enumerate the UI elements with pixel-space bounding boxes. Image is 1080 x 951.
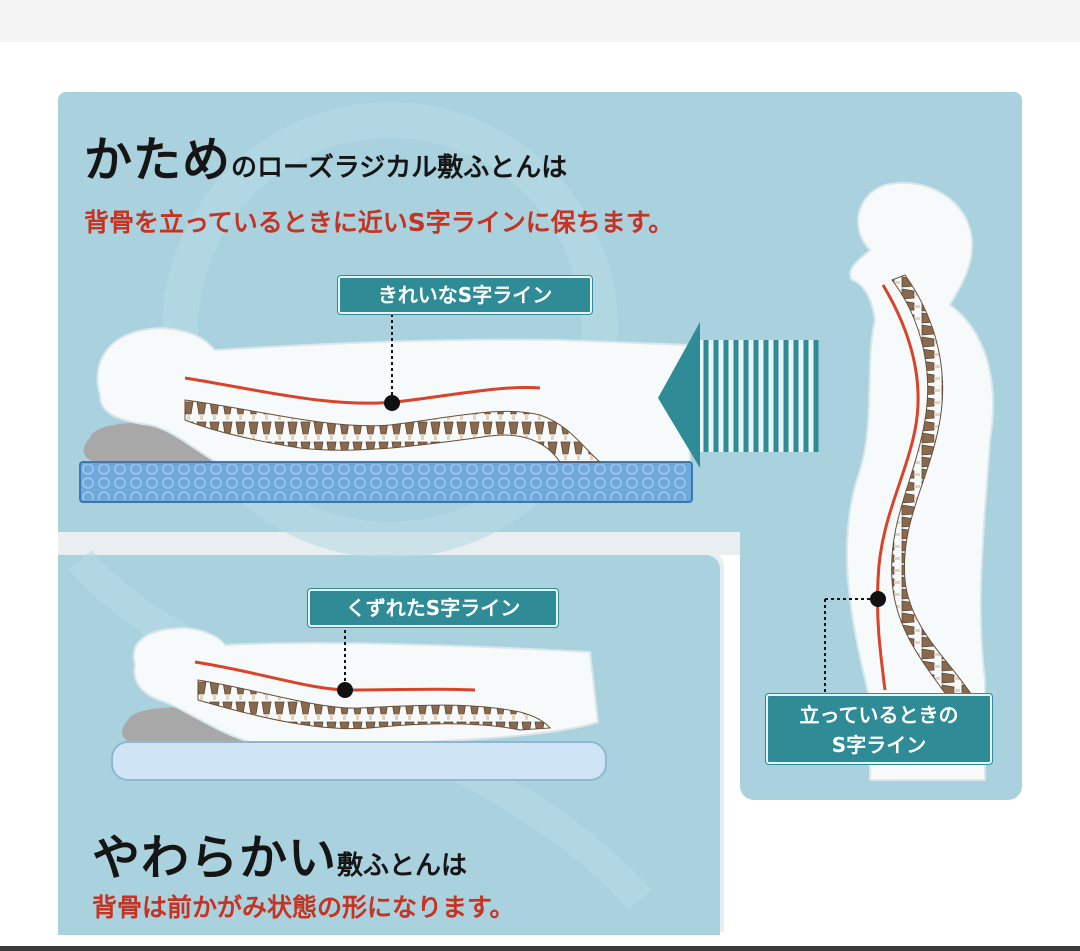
soft-mattress-icon [111,741,607,781]
soft-headline: やわらかい敷ふとんは [92,818,467,888]
firm-mattress-icon [79,461,693,503]
standing-spine-icon [824,274,976,701]
standing-label-line1: 立っているときの [799,703,959,727]
arrow-left-icon [658,322,819,468]
standing-spine-label: 立っているときの S字ライン [766,694,992,764]
soft-spine-icon [194,618,552,731]
soft-subtitle: 背骨は前かがみ状態の形になります。 [92,893,515,922]
standing-label-line2: S字ライン [831,733,927,757]
soft-spine-label: くずれたS字ライン [308,589,558,627]
soft-title-big: やわらかい [92,830,338,886]
firm-spine-icon [184,308,602,463]
firm-title-big: かため [84,132,232,188]
firm-title-rest: のローズラジカル敷ふとんは [231,153,568,183]
firm-headline: かためのローズラジカル敷ふとんは [84,120,567,190]
firm-subtitle: 背骨を立っているときに近いS字ラインに保ちます。 [84,208,674,237]
bottom-divider [0,946,1080,951]
top-bar [0,0,1080,42]
firm-spine-label: きれいなS字ライン [338,276,592,314]
soft-title-rest: 敷ふとんは [337,851,468,881]
